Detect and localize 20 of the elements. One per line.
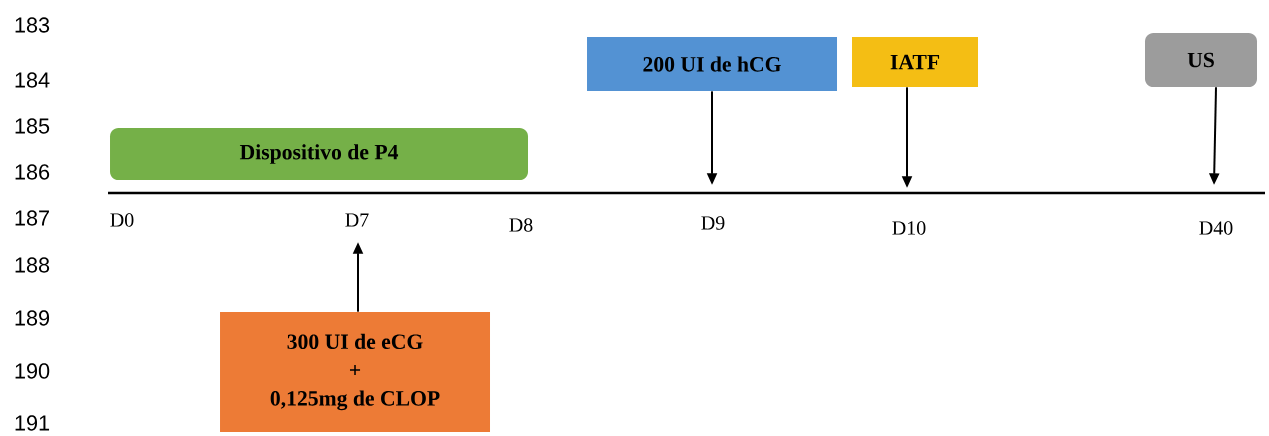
day-label: D40 [1199, 221, 1233, 235]
day-label: D0 [110, 213, 134, 227]
treatment-box: IATF [852, 37, 978, 87]
day-label: D10 [892, 221, 926, 235]
line-number: 183 [15, 17, 50, 33]
line-number: 186 [15, 164, 50, 180]
line-number: 191 [15, 415, 50, 431]
line-number: 188 [15, 257, 50, 273]
day-label: D8 [509, 218, 533, 232]
day-label: D9 [701, 216, 725, 230]
rounded-box: US [1145, 33, 1257, 87]
line-number: 190 [15, 363, 50, 379]
device-bar: Dispositivo de P4 [110, 128, 528, 180]
line-number: 189 [15, 310, 50, 326]
day-label: D7 [345, 213, 369, 227]
line-number: 187 [15, 210, 49, 226]
line-number: 185 [15, 118, 50, 134]
line-number: 184 [15, 72, 50, 88]
treatment-box: 200 UI de hCG [587, 37, 837, 91]
treatment-box: 300 UI de eCG + 0,125mg de CLOP [220, 312, 490, 432]
